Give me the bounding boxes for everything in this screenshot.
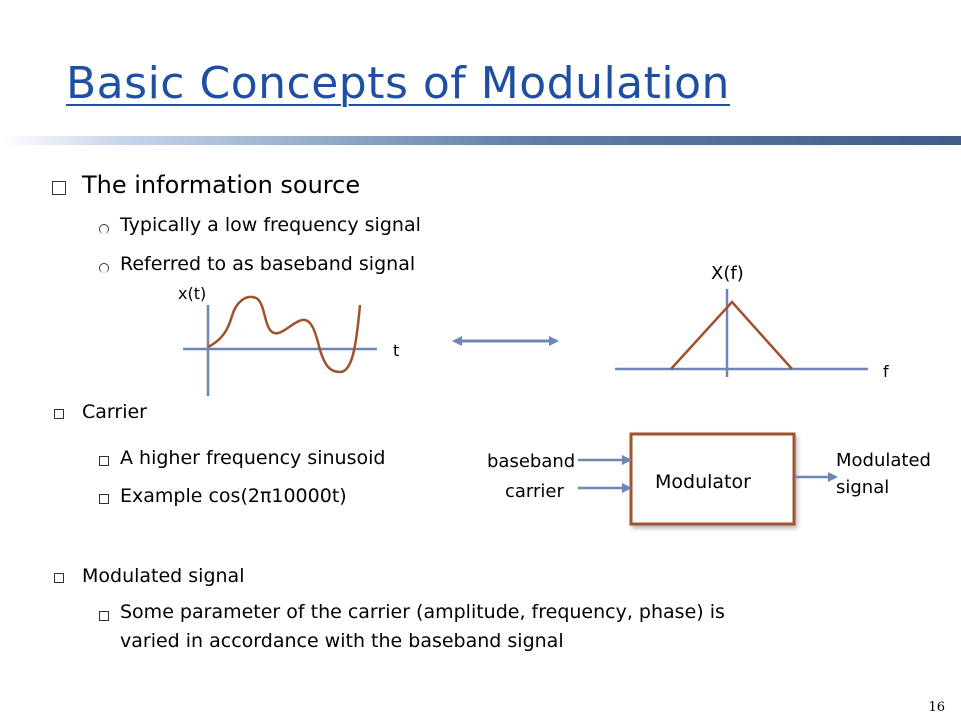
output-label-line2: signal	[836, 477, 889, 498]
bullet-information-source: The information source	[82, 171, 361, 199]
carrier-input-label: carrier	[505, 481, 564, 502]
sub-bullet-baseband: Referred to as baseband signal	[120, 253, 416, 275]
bullet-carrier: Carrier	[82, 401, 147, 423]
sub-bullet-sinusoid: A higher frequency sinusoid	[120, 447, 386, 469]
sub-bullet-parameter-line1: Some parameter of the carrier (amplitude…	[120, 601, 725, 623]
output-label-line1: Modulated	[836, 450, 931, 471]
sub-bullet-parameter-line2: varied in accordance with the baseband s…	[120, 630, 564, 652]
sub-bullet-arc-icon	[99, 224, 109, 234]
baseband-input-label: baseband	[487, 451, 575, 472]
title-divider-bar	[0, 136, 961, 145]
slide-title: Basic Concepts of Modulation	[66, 58, 730, 109]
sub-bullet-arc-icon	[99, 263, 109, 273]
baseband-waveform	[207, 295, 362, 374]
frequency-domain-plot	[615, 289, 868, 377]
freq-plot-xlabel: f	[883, 362, 889, 381]
bullet-square-icon	[54, 573, 64, 583]
bullet-modulated-signal: Modulated signal	[82, 565, 245, 587]
modulator-label: Modulator	[655, 471, 751, 493]
time-plot-ylabel: x(t)	[178, 284, 206, 303]
sub-bullet-carrier-example: Example cos(2π10000t)	[120, 485, 347, 507]
bullet-square-icon	[54, 409, 64, 419]
time-plot-xlabel: t	[393, 341, 399, 360]
modulator-box	[629, 432, 796, 526]
freq-plot-ylabel: X(f)	[711, 263, 744, 284]
bullet-square-icon	[52, 181, 66, 195]
page-number: 16	[928, 700, 945, 715]
baseband-spectrum	[670, 300, 793, 370]
sub-bullet-square-icon	[99, 456, 109, 466]
time-domain-plot	[183, 295, 377, 396]
sub-bullet-square-icon	[99, 494, 109, 504]
sub-bullet-square-icon	[99, 611, 109, 621]
sub-bullet-low-frequency: Typically a low frequency signal	[120, 214, 421, 236]
